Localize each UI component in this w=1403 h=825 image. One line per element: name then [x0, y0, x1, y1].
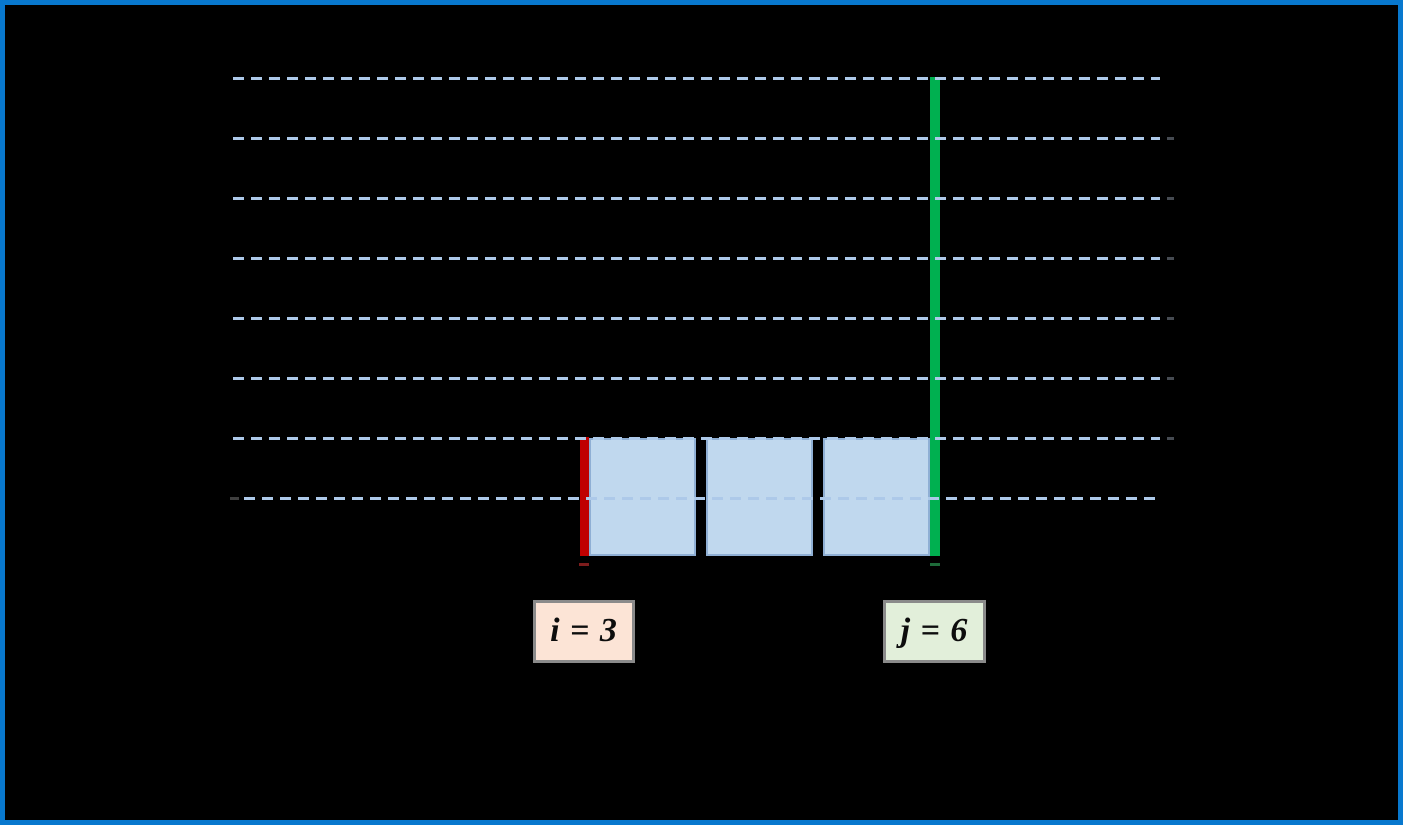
right-axis-tick-y-5 [1167, 257, 1174, 260]
gridline-y-3 [233, 377, 1160, 380]
i-pointer-label: i = 3 [550, 611, 618, 649]
gridline-y-8 [233, 77, 1160, 80]
gridline-y-6 [233, 197, 1160, 200]
left-axis-tick-y-1 [230, 497, 239, 500]
right-axis-tick-y-7 [1167, 137, 1174, 140]
under-axis-tick-boundary-6 [930, 563, 940, 566]
i-pointer-line [579, 437, 589, 556]
j-pointer-line [930, 77, 940, 556]
under-axis-tick-boundary-3 [579, 563, 589, 566]
j-pointer-label: j = 6 [900, 611, 969, 649]
gridline-y-7 [233, 137, 1160, 140]
right-axis-tick-y-3 [1167, 377, 1174, 380]
gridline-y-5 [233, 257, 1160, 260]
gridline-y-4 [233, 317, 1160, 320]
gridline-y-1 [244, 497, 1155, 500]
right-axis-tick-y-6 [1167, 197, 1174, 200]
gridline-y-2 [233, 437, 1160, 440]
j-pointer-label-box: j = 6 [883, 600, 986, 663]
right-axis-tick-y-4 [1167, 317, 1174, 320]
right-axis-tick-y-2 [1167, 437, 1174, 440]
i-pointer-label-box: i = 3 [533, 600, 635, 663]
